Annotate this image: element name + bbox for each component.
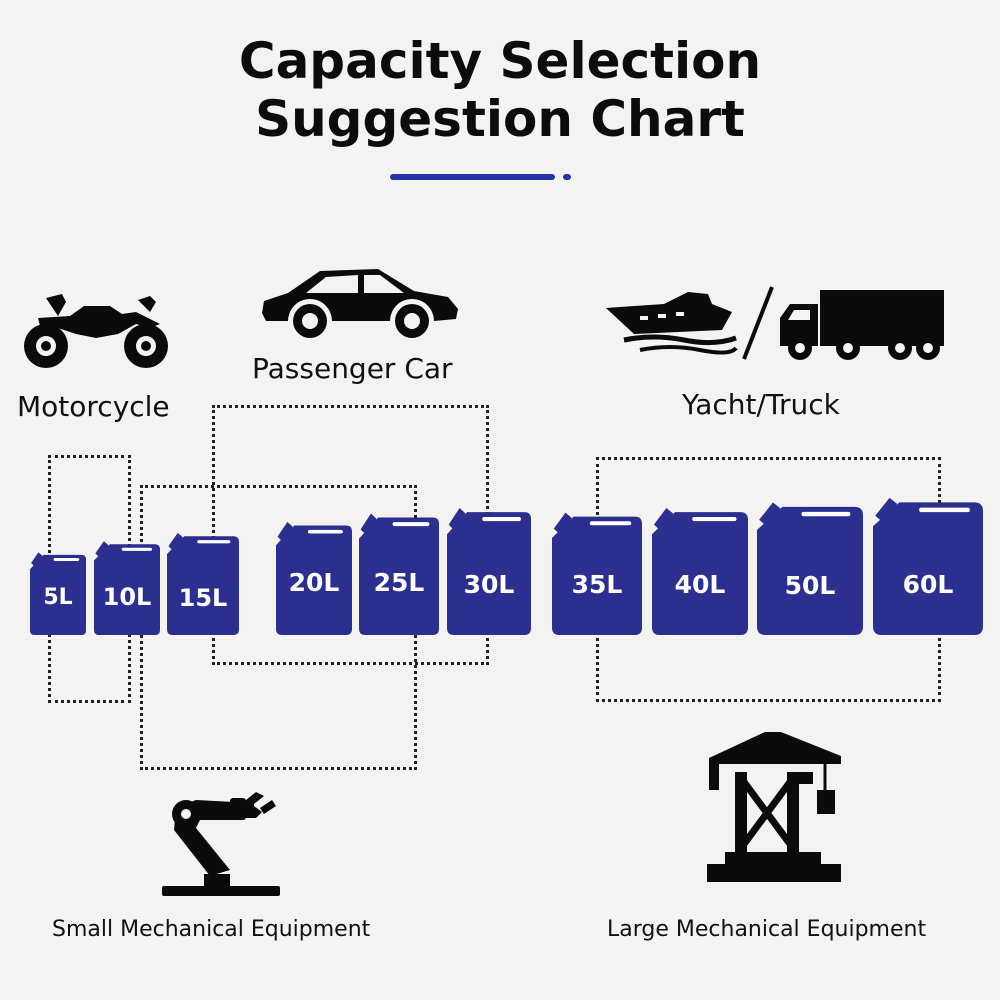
jerry-can-body <box>94 544 160 635</box>
jerry-can-handle-highlight <box>392 522 430 527</box>
jerry-can-shape <box>30 552 86 635</box>
capacity-label: 40L <box>674 570 726 599</box>
car-icon <box>262 269 458 338</box>
jerry-can-10l: 10L <box>94 533 160 635</box>
jerry-can-5l: 5L <box>30 545 86 635</box>
jerry-can-shape <box>757 502 863 635</box>
jerry-can-body <box>652 512 748 635</box>
yacht-icon <box>606 292 738 355</box>
jerry-can-spout <box>875 497 898 524</box>
jerry-can-body <box>167 536 239 635</box>
jerry-can-60l: 60L <box>873 486 983 635</box>
jerry-can-handle-highlight <box>197 540 231 544</box>
jerry-can-spout <box>95 541 109 559</box>
jerry-can-handle-highlight <box>121 547 153 551</box>
capacity-label: 5L <box>43 585 73 610</box>
capacity-label: 50L <box>784 571 836 600</box>
jerry-can-handle-highlight <box>692 517 737 522</box>
jerry-can-shape <box>167 532 239 635</box>
jerry-can-shape <box>447 508 531 635</box>
jerry-can-15l: 15L <box>167 524 239 635</box>
jerry-can-35l: 35L <box>552 502 642 635</box>
jerry-can-body <box>447 512 531 635</box>
jerry-can-spout <box>653 508 674 532</box>
jerry-can-body <box>359 517 439 635</box>
jerry-can-shape <box>359 513 439 635</box>
motorcycle-icon <box>24 294 168 368</box>
jerry-can-body <box>552 516 642 635</box>
jerry-can-25l: 25L <box>359 503 439 635</box>
jerry-can-shape <box>873 497 983 635</box>
jerry-can-handle-highlight <box>53 558 80 562</box>
slash-divider <box>742 286 774 360</box>
jerry-can-shape <box>552 512 642 635</box>
jerry-can-body <box>873 502 983 635</box>
capacity-label: 20L <box>288 568 340 597</box>
page-title: Capacity Selection Suggestion Chart <box>0 32 1000 148</box>
jerry-can-spout <box>448 508 466 532</box>
capacity-label: 30L <box>463 570 515 599</box>
capacity-label: 15L <box>178 584 228 612</box>
capacity-label: 35L <box>571 570 623 599</box>
title-underline <box>390 174 555 180</box>
crane-icon <box>707 732 841 882</box>
jerry-can-spout <box>759 502 781 527</box>
jerry-can-handle-highlight <box>919 507 970 513</box>
jerry-can-body <box>30 554 86 635</box>
jerry-can-spout <box>168 532 183 552</box>
small-mechanical-label: Small Mechanical Equipment <box>52 917 371 942</box>
jerry-can-30l: 30L <box>447 497 531 635</box>
truck-icon <box>780 290 944 360</box>
jerry-can-spout <box>553 512 572 536</box>
jerry-can-40l: 40L <box>652 497 748 635</box>
jerry-can-handle-highlight <box>801 511 851 517</box>
jerry-can-shape <box>652 508 748 635</box>
passenger-car-label: Passenger Car <box>252 352 453 385</box>
motorcycle-label: Motorcycle <box>17 390 170 423</box>
jerry-can-handle-highlight <box>589 521 632 526</box>
yacht-truck-label: Yacht/Truck <box>682 388 840 421</box>
title-underline-dot <box>563 174 571 180</box>
jerry-can-50l: 50L <box>757 491 863 635</box>
jerry-can-body <box>757 506 863 635</box>
jerry-can-shape <box>94 541 160 635</box>
jerry-can-spout <box>277 521 293 543</box>
jerry-can-20l: 20L <box>276 512 352 635</box>
jerry-can-spout <box>31 552 43 568</box>
jerry-can-body <box>276 525 352 635</box>
capacity-label: 10L <box>102 583 152 611</box>
capacity-label: 25L <box>373 568 425 597</box>
jerry-can-handle-highlight <box>482 517 521 522</box>
title-line-2: Suggestion Chart <box>255 90 745 148</box>
jerry-can-shape <box>276 521 352 635</box>
capacity-label: 60L <box>902 570 954 599</box>
robot-arm-icon <box>162 792 280 896</box>
jerry-can-handle-highlight <box>307 529 343 534</box>
large-mechanical-label: Large Mechanical Equipment <box>607 917 927 942</box>
jerry-can-spout <box>360 513 377 536</box>
title-line-1: Capacity Selection <box>238 32 762 90</box>
